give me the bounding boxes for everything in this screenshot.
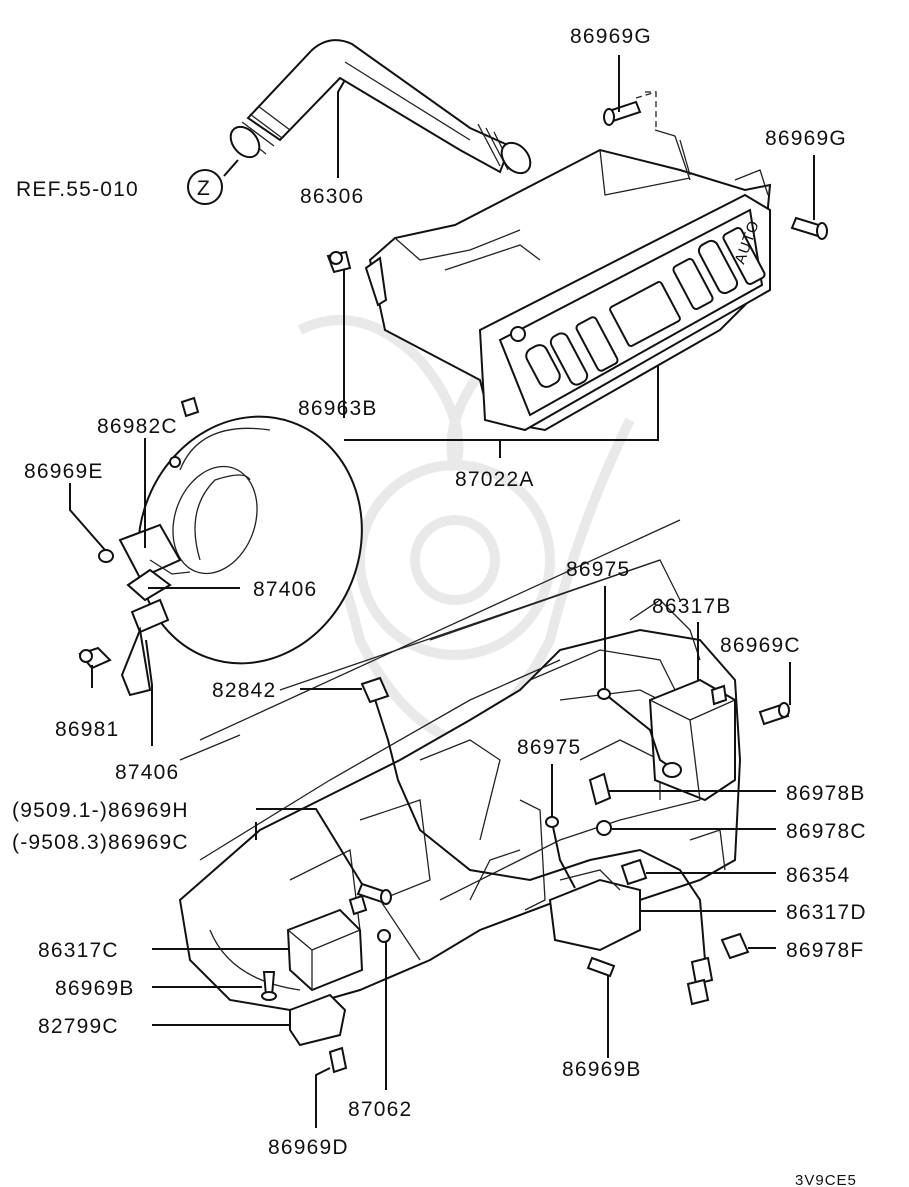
label-86969H: (9509.1-)86969H — [12, 799, 189, 822]
servo-86317B — [648, 678, 736, 802]
label-86978C: 86978C — [786, 820, 867, 843]
rod-86975-upper — [597, 688, 682, 778]
label-86306: 86306 — [300, 185, 364, 208]
label-86978B: 86978B — [786, 782, 866, 805]
dashboard-outline — [179, 519, 681, 761]
label-86969B-b: 86969B — [562, 1058, 642, 1081]
label-82842: 82842 — [212, 679, 276, 702]
label-86317D: 86317D — [786, 901, 867, 924]
label-86975-b: 86975 — [517, 736, 581, 759]
screw-86969G-top — [603, 100, 642, 126]
screw-86969H — [356, 882, 392, 905]
blower-wheel — [137, 396, 363, 665]
clip-86963B — [326, 250, 352, 274]
labels: 86969G 86969G REF.55-010 Z 86306 86963B … — [12, 25, 867, 1187]
label-86969C: 86969C — [720, 634, 801, 657]
screw-86969B-right — [586, 956, 616, 978]
screw-86969D — [328, 1046, 348, 1074]
label-86981: 86981 — [55, 718, 119, 741]
label-86354: 86354 — [786, 864, 850, 887]
screw-86969C — [758, 702, 790, 726]
screw-86969G-right — [790, 216, 828, 240]
label-86317B: 86317B — [652, 595, 732, 618]
label-82799C: 82799C — [38, 1015, 119, 1038]
label-86969B-a: 86969B — [55, 977, 135, 1000]
label-87062: 87062 — [348, 1098, 412, 1121]
duct-86306 — [229, 39, 532, 175]
servo-86317C — [286, 894, 368, 992]
clip-86978C — [596, 820, 612, 836]
control-panel-87022A: AUTO — [364, 129, 772, 432]
label-87406-a: 87406 — [253, 578, 317, 601]
leader-lines — [69, 55, 815, 1128]
label-86317C: 86317C — [38, 939, 119, 962]
diagram-code: 3V9CE5 — [795, 1172, 857, 1187]
clip-87062 — [377, 929, 391, 943]
label-86963B: 86963B — [298, 397, 378, 420]
label-86978F: 86978F — [786, 939, 864, 962]
label-86969C-b: (-9508.3)86969C — [12, 831, 189, 854]
label-87406-b: 87406 — [115, 761, 179, 784]
clip-86978F — [720, 932, 750, 960]
ref-circle — [187, 169, 223, 205]
bracket-82799C — [289, 993, 347, 1047]
label-ref: REF.55-010 — [16, 178, 139, 201]
label-86982C: 86982C — [97, 415, 178, 438]
label-ref-circle: Z — [197, 177, 211, 200]
label-86969G-top: 86969G — [570, 25, 652, 48]
heater-unit — [178, 599, 742, 1012]
label-86969D: 86969D — [268, 1136, 349, 1159]
label-86969G-right: 86969G — [765, 127, 847, 150]
label-87022A: 87022A — [455, 468, 535, 491]
label-86975-a: 86975 — [566, 558, 630, 581]
actuator-87406 — [78, 523, 191, 697]
part-86354 — [620, 858, 648, 886]
servo-86317D — [548, 869, 641, 952]
clip-86978B — [588, 772, 612, 806]
label-86969E: 86969E — [24, 460, 104, 483]
screw-86969B-left — [261, 971, 277, 1001]
